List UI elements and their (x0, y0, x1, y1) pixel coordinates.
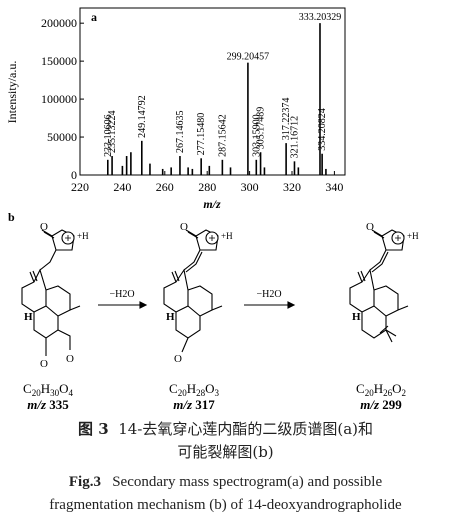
caption-cn-line1: 图 3 14-去氧穿心莲内酯的二级质谱图(a)和 (0, 418, 451, 439)
charge-label-2: +H (221, 231, 233, 241)
x-tick-label-3: 280 (198, 180, 216, 194)
peak-label-9: 267.14635 (175, 111, 186, 154)
mz-label-1: m/z 335 (27, 397, 69, 412)
o-atom-1b: O (66, 353, 74, 365)
caption-cn-line2: 可能裂解图(b) (177, 443, 274, 461)
caption-en-line2: fragmentation mechanism (b) of 14-deoxya… (49, 497, 402, 513)
peak-label-1: 235.13224 (107, 111, 118, 154)
x-axis-ticks: 220 240 260 280 300 320 340 (71, 171, 343, 194)
x-tick-label-4: 300 (241, 180, 259, 194)
peak-label-24: 334.20824 (317, 108, 328, 151)
peak-label-0: 233.10606 (103, 114, 114, 157)
caption-cn-fig: 图 3 (77, 420, 109, 438)
structure-molecule-3 (349, 229, 409, 343)
panel-b-label: b (8, 210, 15, 224)
o-atom-1a: O (40, 358, 48, 370)
h-atom-1: H (24, 311, 33, 323)
x-tick-label-6: 340 (325, 180, 343, 194)
mz-label-2: m/z 317 (173, 397, 215, 412)
y-axis-label: Intensity/a.u. (5, 61, 19, 124)
arrow-head-1 (139, 301, 148, 309)
peak-label-14: 287.15642 (217, 114, 228, 157)
charge-label-3: +H (407, 231, 419, 241)
carbonyl-o-2: O (180, 221, 188, 233)
peak-label-18: 305.17489 (256, 107, 267, 150)
peak-label-20: 317.22374 (281, 98, 292, 141)
peak-label-17: 303.15900 (251, 114, 262, 157)
caption-en-line1: Fig.3 Secondary mass spectrogram(a) and … (0, 474, 451, 491)
carbonyl-o-3: O (366, 221, 374, 233)
x-tick-label-1: 240 (113, 180, 131, 194)
x-tick-label-2: 260 (156, 180, 174, 194)
arrow-1-label: −H2O (109, 289, 134, 300)
x-axis-label: m/z (203, 197, 221, 211)
spectrum-peaks (106, 23, 327, 175)
caption-cn-text-1: 14-去氧穿心莲内酯的二级质谱图(a)和 (118, 420, 374, 438)
peak-label-23: 333.20329 (299, 12, 342, 23)
arrow-2-label: −H2O (256, 289, 281, 300)
peak-label-12: 277.15480 (196, 113, 207, 156)
y-tick-label-4: 200000 (41, 16, 77, 30)
fragmentation-scheme-panel: b O +H H O O −H2O (8, 210, 419, 412)
structure-molecule-1 (21, 229, 81, 356)
y-tick-label-3: 150000 (41, 54, 77, 68)
formula-1: C20H30O4 (23, 381, 73, 398)
peak-label-5: 249.14792 (137, 95, 148, 138)
h-atom-3: H (352, 311, 361, 323)
y-tick-label-2: 100000 (41, 92, 77, 106)
structure-molecule-2 (163, 229, 223, 353)
mz-label-3: m/z 299 (360, 397, 402, 412)
mass-spectrum-panel: a 0 50000 100000 150000 200000 220 240 260 280 3… (5, 7, 346, 211)
charge-label-1: +H (77, 231, 89, 241)
caption-en-text-1: Secondary mass spectrogram(a) and possib… (112, 474, 383, 490)
formula-2: C20H28O3 (169, 381, 219, 398)
caption-en-fig: Fig.3 (68, 474, 101, 490)
peak-label-16: 299.20457 (227, 52, 270, 63)
h-atom-2: H (166, 311, 175, 323)
carbonyl-o-1: O (40, 221, 48, 233)
y-tick-label-0: 0 (71, 168, 77, 182)
panel-a-label: a (91, 10, 97, 24)
y-tick-label-1: 50000 (47, 130, 77, 144)
plot-frame (79, 7, 346, 176)
arrow-head-2 (287, 301, 296, 309)
x-tick-label-5: 320 (283, 180, 301, 194)
y-axis-ticks: 0 50000 100000 150000 200000 (41, 16, 84, 182)
o-atom-2: O (174, 353, 182, 365)
peak-label-21: 321.16712 (289, 116, 300, 159)
formula-3: C20H26O2 (356, 381, 406, 398)
x-tick-label-0: 220 (71, 180, 89, 194)
